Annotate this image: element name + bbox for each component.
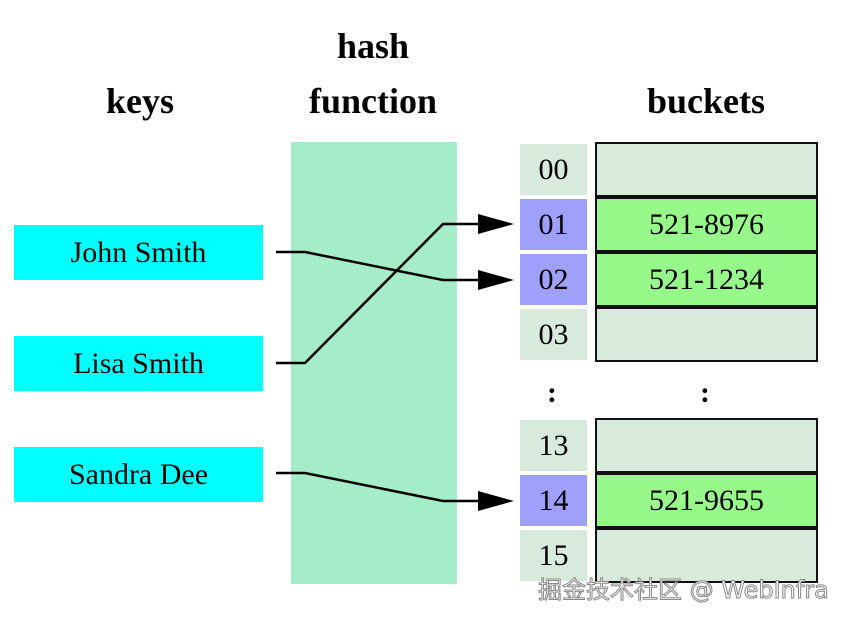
- bucket-00: [595, 142, 818, 197]
- index-cell-00: 00: [520, 144, 587, 195]
- index-cell-02: 02: [520, 254, 587, 305]
- hash-function-header-line2: function: [308, 81, 438, 121]
- index-ellipsis: :: [547, 376, 557, 409]
- key-sandra-dee: Sandra Dee: [14, 447, 263, 502]
- arrowhead-02: [478, 270, 514, 290]
- index-cell-03: 03: [520, 309, 587, 360]
- buckets-header: buckets: [646, 81, 766, 121]
- watermark: 掘金技术社区 @ WebInfra: [538, 576, 830, 605]
- key-john-smith: John Smith: [14, 225, 263, 280]
- bucket-14: 521-9655: [595, 473, 818, 528]
- index-cell-15: 15: [520, 530, 587, 581]
- index-cell-13: 13: [520, 420, 587, 471]
- bucket-13: [595, 418, 818, 473]
- keys-header: keys: [105, 81, 174, 121]
- key-lisa-smith: Lisa Smith: [14, 336, 263, 391]
- bucket-03: [595, 307, 818, 362]
- hash-function-header-line1: hash: [336, 26, 410, 66]
- hash-function-box: [291, 142, 457, 584]
- arrow-john-smith: [276, 250, 482, 282]
- bucket-15: [595, 528, 818, 583]
- arrowhead-14: [478, 491, 514, 511]
- bucket-01: 521-8976: [595, 197, 818, 252]
- index-cell-01: 01: [520, 199, 587, 250]
- bucket-ellipsis: :: [700, 376, 710, 409]
- index-cell-14: 14: [520, 475, 587, 526]
- arrowhead-01: [478, 214, 514, 234]
- bucket-02: 521-1234: [595, 252, 818, 307]
- arrow-lisa-smith: [276, 222, 482, 365]
- arrow-sandra-dee: [276, 471, 482, 503]
